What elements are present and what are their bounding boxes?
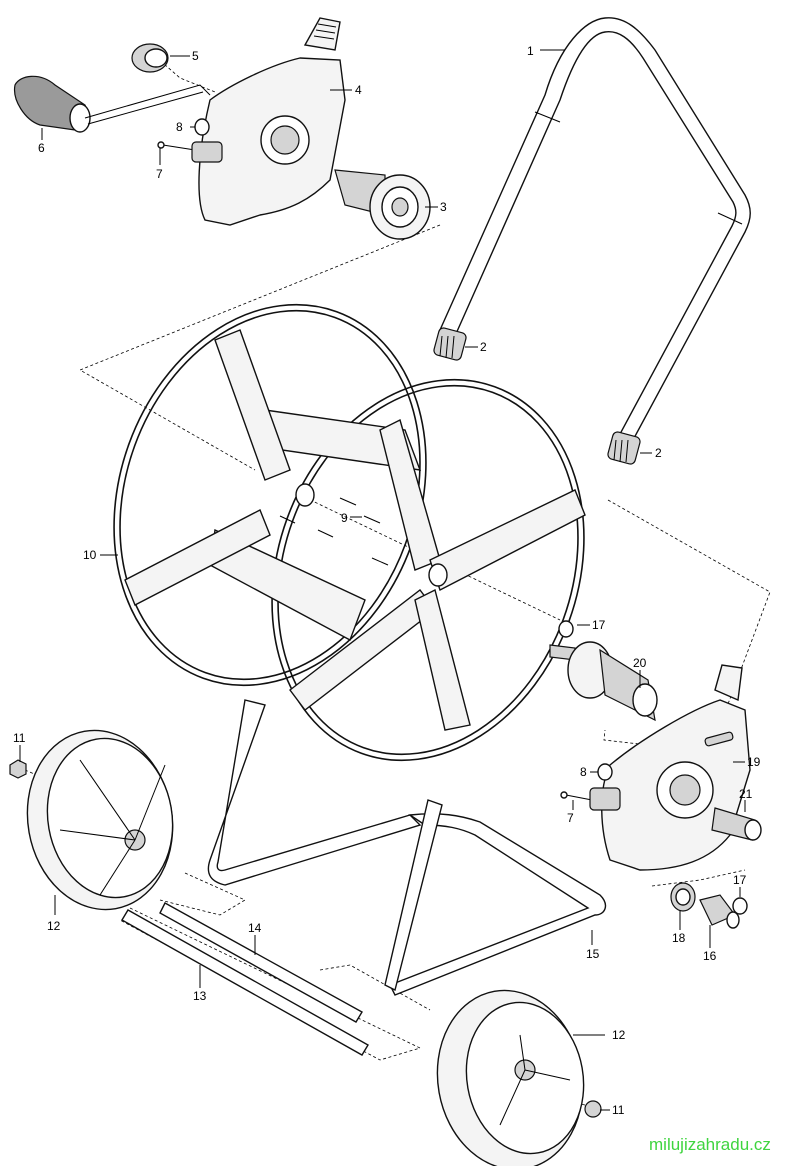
callout-7b: 7 bbox=[567, 811, 574, 825]
callout-17a: 17 bbox=[592, 618, 606, 632]
callout-18: 18 bbox=[672, 931, 686, 945]
callout-12b: 12 bbox=[612, 1028, 626, 1042]
crank-handle bbox=[13, 75, 211, 133]
callout-3: 3 bbox=[440, 200, 447, 214]
callout-8a: 8 bbox=[176, 120, 183, 134]
washer-left bbox=[194, 118, 210, 136]
callout-20: 20 bbox=[633, 656, 647, 670]
small-washer bbox=[732, 897, 748, 915]
screw-right bbox=[560, 791, 593, 801]
callout-4: 4 bbox=[355, 83, 362, 97]
sleeve bbox=[711, 807, 762, 841]
nut-right bbox=[584, 1100, 602, 1118]
reel-drum bbox=[113, 303, 586, 762]
callout-17b: 17 bbox=[733, 873, 747, 887]
callout-21: 21 bbox=[739, 787, 753, 801]
left-housing bbox=[198, 17, 346, 226]
hose-connector-left bbox=[191, 141, 223, 163]
hose-connector-right bbox=[589, 787, 621, 811]
axle-rod-long bbox=[121, 909, 369, 1056]
tap-connector bbox=[699, 894, 740, 929]
callout-1: 1 bbox=[527, 44, 534, 58]
handle-bar bbox=[439, 17, 751, 441]
coupling-nut bbox=[131, 43, 169, 73]
callout-16: 16 bbox=[703, 949, 717, 963]
wheel-left bbox=[26, 729, 174, 911]
callout-2b: 2 bbox=[655, 446, 662, 460]
callout-11b: 11 bbox=[612, 1103, 625, 1117]
washer-right bbox=[597, 763, 613, 781]
callout-12a: 12 bbox=[47, 919, 61, 933]
callout-8b: 8 bbox=[580, 765, 587, 779]
watermark: milujizahradu.cz bbox=[649, 1135, 771, 1154]
handle-end-cap-bottom bbox=[607, 431, 641, 465]
frame-tube bbox=[207, 699, 607, 996]
callout-7a: 7 bbox=[156, 167, 163, 181]
callout-numbers: 1 2 2 3 4 5 6 7 8 9 10 11 12 13 14 15 16… bbox=[13, 44, 761, 1117]
axle-rod-short bbox=[159, 902, 363, 1023]
nut-left bbox=[9, 759, 27, 779]
reel-hub bbox=[334, 169, 431, 240]
callout-13: 13 bbox=[193, 989, 207, 1003]
callout-6: 6 bbox=[38, 141, 45, 155]
axle-bearing bbox=[549, 641, 658, 722]
washer-right-top bbox=[558, 620, 574, 638]
callout-2a: 2 bbox=[480, 340, 487, 354]
callout-15: 15 bbox=[586, 947, 600, 961]
leader-lines bbox=[19, 49, 746, 1111]
callout-10: 10 bbox=[83, 548, 97, 562]
callout-5: 5 bbox=[192, 49, 199, 63]
callout-9: 9 bbox=[341, 511, 348, 525]
wheel-right bbox=[436, 989, 585, 1166]
callout-19: 19 bbox=[747, 755, 761, 769]
screw-left bbox=[157, 141, 196, 151]
callout-11a: 11 bbox=[13, 731, 26, 745]
seal-ring bbox=[670, 882, 696, 912]
callout-14: 14 bbox=[248, 921, 262, 935]
drum-screws bbox=[279, 497, 389, 566]
handle-end-cap-top bbox=[433, 327, 467, 361]
